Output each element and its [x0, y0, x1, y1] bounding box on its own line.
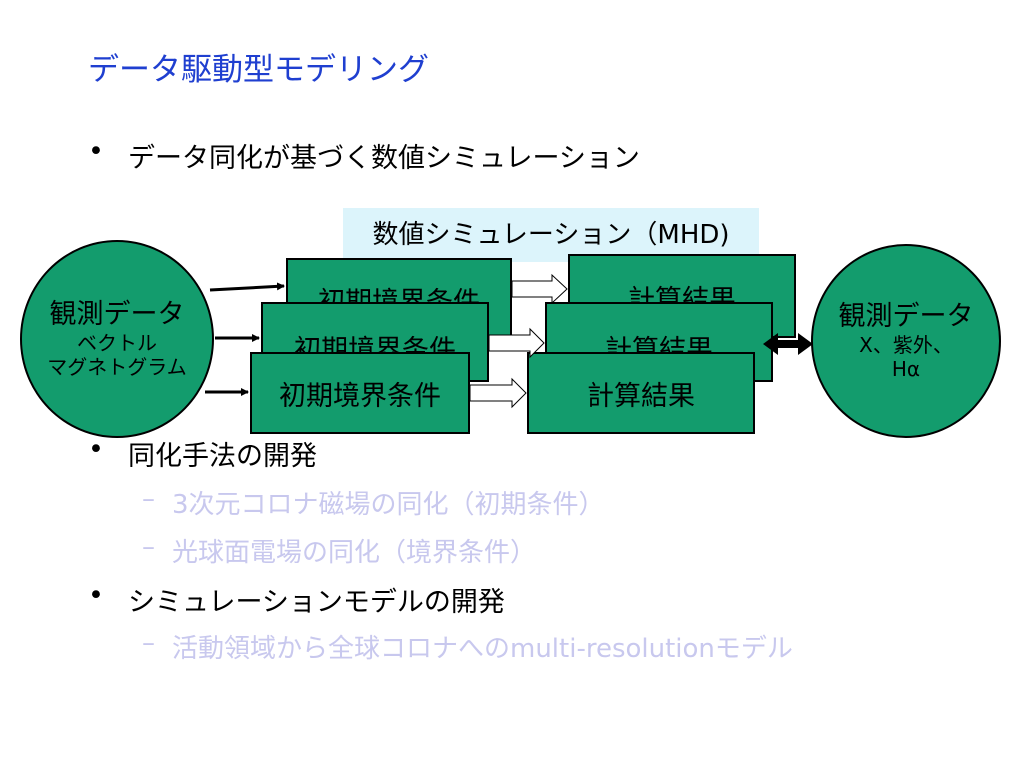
- bullet-text: データ同化が基づく数値シミュレーション: [128, 143, 640, 174]
- bullet-text: 同化手法の開発: [128, 441, 317, 472]
- result-box-label: 計算結果: [587, 381, 695, 412]
- sub-bullet-text: 活動領域から全球コロナへのmulti-resolutionモデル: [172, 634, 793, 664]
- circle-subtitle: ベクトル: [77, 331, 157, 355]
- sub-bullet-text: 3次元コロナ磁場の同化（初期条件）: [172, 490, 605, 520]
- circle-title: 観測データ: [838, 301, 974, 332]
- circle-subtitle: マグネトグラム: [47, 355, 187, 379]
- sub-bullet-dash: –: [142, 628, 155, 658]
- sub-bullet-dash: –: [142, 484, 155, 514]
- sub-bullet-dash: –: [142, 532, 155, 562]
- bullet-dot: •: [88, 580, 104, 611]
- observation-circle-right: 観測データ X、紫外、 Hα: [811, 244, 1001, 438]
- double-arrow: [763, 333, 813, 355]
- bullet-dot: •: [88, 136, 104, 167]
- init-box-label: 初期境界条件: [279, 381, 441, 412]
- circle-subtitle: X、紫外、: [859, 333, 953, 357]
- slide-title: データ駆動型モデリング: [88, 52, 429, 88]
- observation-circle-left: 観測データ ベクトル マグネトグラム: [20, 240, 214, 438]
- result-box-front: 計算結果: [527, 352, 755, 434]
- block-arrow-back: [511, 273, 568, 305]
- arrow-to-init-back: [209, 282, 285, 292]
- bullet-text: シミュレーションモデルの開発: [128, 587, 505, 618]
- simulation-label: 数値シミュレーション（MHD): [343, 208, 759, 262]
- circle-subtitle: Hα: [891, 357, 921, 381]
- init-box-front: 初期境界条件: [250, 352, 470, 434]
- circle-title: 観測データ: [49, 299, 185, 330]
- bullet-dot: •: [88, 434, 104, 465]
- block-arrow-middle: [488, 327, 545, 359]
- block-arrow-front: [469, 377, 527, 409]
- sub-bullet-text: 光球面電場の同化（境界条件）: [172, 538, 537, 568]
